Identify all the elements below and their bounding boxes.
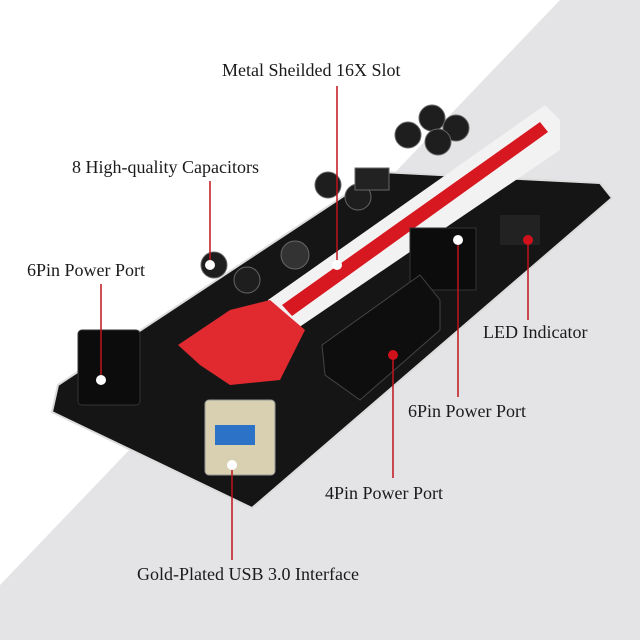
- slot-red-insert: [282, 122, 548, 316]
- callout-dot-usb: [227, 460, 237, 470]
- label-6pin-left: 6Pin Power Port: [27, 260, 146, 280]
- callout-lines: [100, 86, 529, 560]
- led-area: [500, 215, 540, 245]
- callout-dot-6pin-left: [96, 375, 106, 385]
- callout-dot-4pin: [388, 350, 398, 360]
- callout-dot-slot: [332, 260, 342, 270]
- 4pin-molex-connector: [321, 274, 441, 401]
- label-usb: Gold-Plated USB 3.0 Interface: [137, 564, 359, 584]
- label-capacitors: 8 High-quality Capacitors: [72, 157, 259, 177]
- label-6pin-right: 6Pin Power Port: [408, 401, 527, 421]
- label-slot: Metal Sheilded 16X Slot: [222, 60, 401, 80]
- slot-clip: [178, 300, 305, 385]
- callout-dot-6pin-right: [453, 235, 463, 245]
- callout-dot-capacitors: [205, 260, 215, 270]
- callout-dot-led: [523, 235, 533, 245]
- capacitors: [200, 104, 470, 294]
- 6pin-connector-left: [77, 329, 141, 406]
- usb-port-tongue: [215, 425, 255, 445]
- label-4pin: 4Pin Power Port: [325, 483, 444, 503]
- label-led: LED Indicator: [483, 322, 588, 342]
